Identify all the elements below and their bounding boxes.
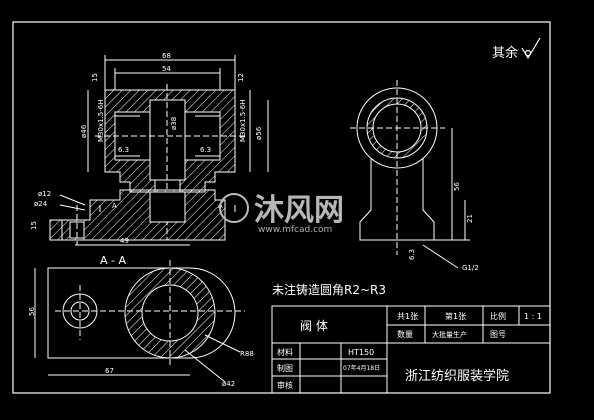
dim-dia-out: ø42 [222,380,235,388]
roughness-right: 6.3 [200,146,211,154]
quantity-value: 大批量生产 [432,330,467,339]
roughness-symbol-icon [521,37,541,60]
scale-value: 1 : 1 [524,312,542,321]
dim-thread-right: M30x1.5-6H [239,100,247,142]
watermark: 沐风网 www.mfcad.com [219,193,344,235]
dim-dia-center: ø38 [170,117,178,130]
reviewer-label: 审核 [277,380,293,390]
drawing-number-label: 图号 [490,330,506,339]
dim-section-length: 67 [105,367,114,375]
section-title: A - A [100,254,126,267]
material-value: HT150 [348,348,374,357]
section-label-left: A [112,202,117,210]
dim-thread-left: M30x1.5-6H [97,100,105,142]
roughness-left: 6.3 [118,146,129,154]
thread-note: G1/2 [462,264,479,272]
title-block [271,305,551,394]
dim-hole-dia: ø12 [38,190,51,198]
front-view [49,55,269,246]
dim-side-base: 21 [466,214,474,223]
side-view [350,80,470,269]
dim-base-height: 15 [30,221,38,230]
dim-base-length: 49 [120,237,129,245]
casting-note: 未注铸造圆角R2~R3 [272,282,386,297]
material-label: 材料 [277,347,293,357]
dim-overall-width: 68 [162,52,171,60]
scale-label: 比例 [490,311,506,321]
watermark-text: 沐风网 [254,193,344,228]
sheet-number: 第1张 [445,311,466,321]
dim-left-flange: 15 [91,73,99,82]
total-sheets: 共1张 [397,312,418,321]
section-view [34,260,245,383]
school-name: 浙江纺织服装学院 [405,368,509,384]
dim-side-height: 56 [453,182,461,191]
drawing-date: 07年4月18日 [343,364,380,372]
roughness-bottom: 6.3 [408,249,416,260]
dim-dia-right: ø56 [255,126,263,140]
dim-inner-width: 54 [162,65,171,73]
dim-dia-left: ø46 [80,124,88,138]
dim-radius: R88 [240,350,254,358]
drawer-label: 制图 [277,363,293,373]
corner-note: 其余 [492,45,518,61]
part-name: 阀 体 [300,319,328,333]
dim-right-flange: 12 [237,73,245,82]
watermark-url: www.mfcad.com [258,225,332,235]
dim-counterbore: ø24 [34,200,48,208]
dim-section-depth: 56 [28,307,36,316]
quantity-label: 数量 [397,329,413,339]
watermark-logo-icon [219,193,249,223]
